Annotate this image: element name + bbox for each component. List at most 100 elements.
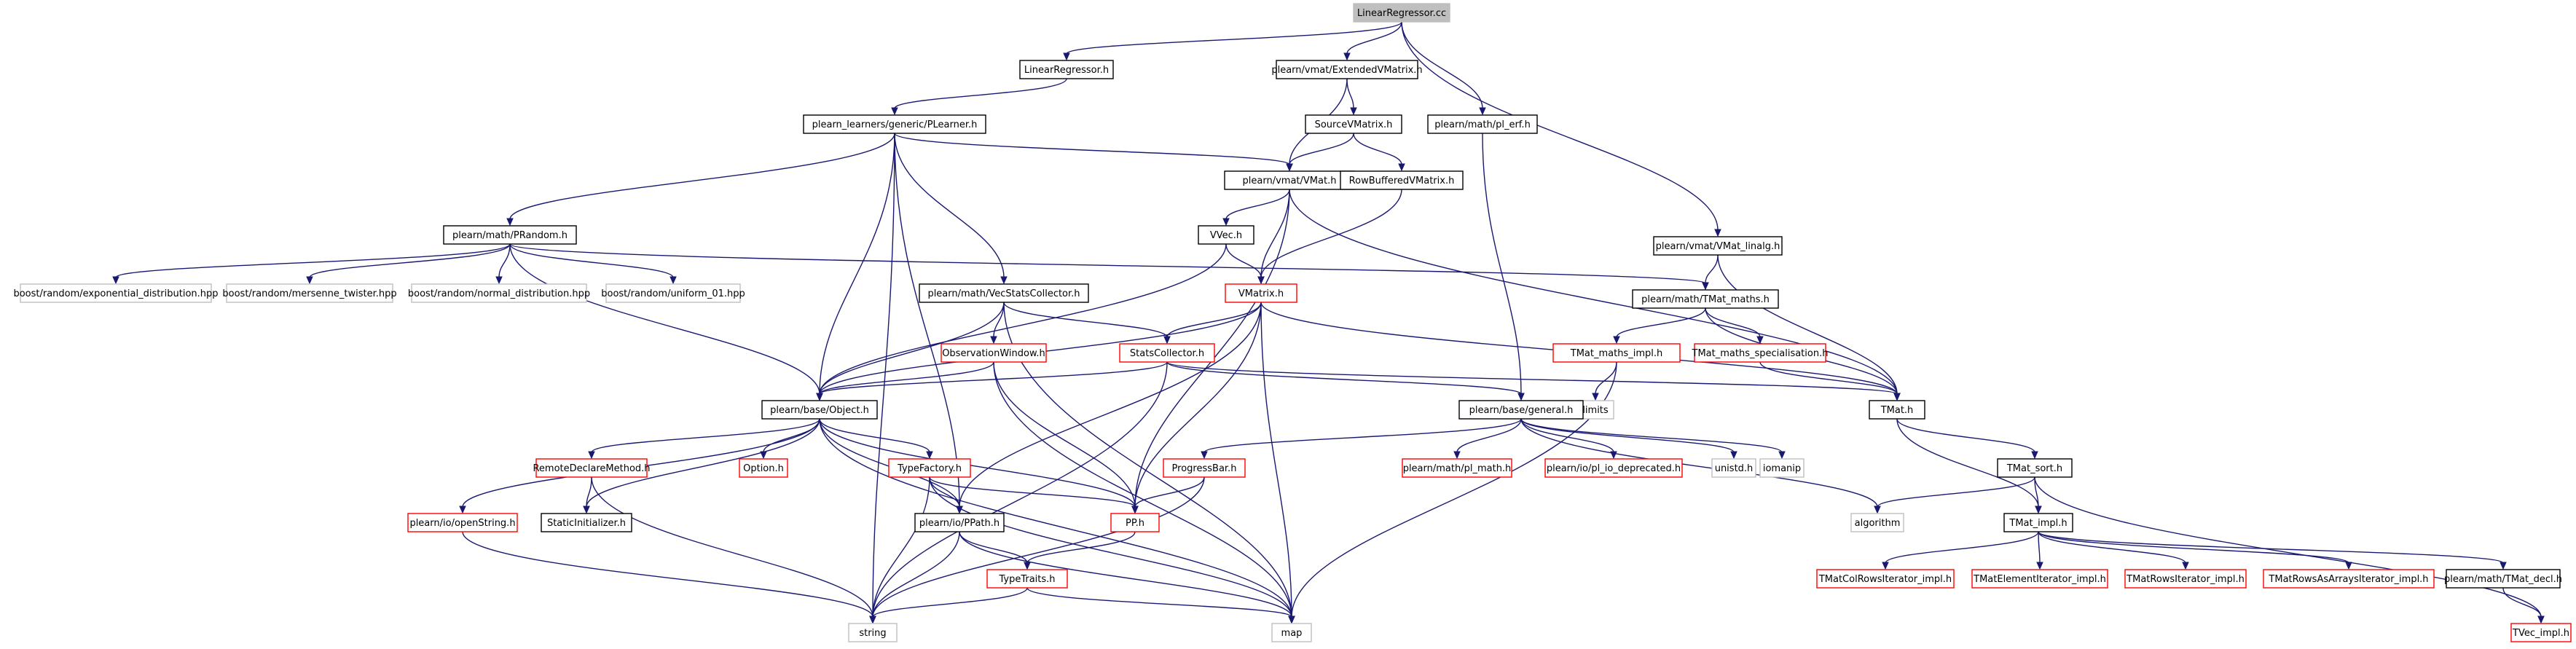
node-option-h[interactable]: Option.h	[739, 458, 788, 478]
node-plearn-math-tmat-decl-h[interactable]: plearn/math/TMat_decl.h	[2444, 569, 2562, 589]
node-plearn-base-object-h[interactable]: plearn/base/Object.h	[761, 400, 878, 420]
edge-observationwindow-h-to-pp-h	[993, 361, 1139, 514]
node-tmat-maths-impl-h[interactable]: TMat_maths_impl.h	[1552, 343, 1681, 363]
node-tmat-impl-h[interactable]: TMat_impl.h	[2003, 513, 2073, 532]
edge-plearn-math-prandom-h-to-boost-random-exponential-distribution-hpp	[112, 243, 511, 285]
edge-plearn-math-vecstatscollector-h-to-observationwindow-h	[990, 302, 1005, 345]
node-vmatrix-h[interactable]: VMatrix.h	[1225, 283, 1297, 303]
node-plearn-learners-generic-plearner-h[interactable]: plearn_learners/generic/PLearner.h	[803, 114, 986, 134]
node-box	[407, 513, 518, 532]
node-tmat-h[interactable]: TMat.h	[1869, 400, 1925, 420]
arrowhead-icon	[1201, 451, 1208, 460]
node-vvec-h[interactable]: VVec.h	[1198, 225, 1254, 245]
edge-vmatrix-h-to-statscollector-h	[1163, 302, 1262, 345]
node-plearn-vmat-vmat-linalg-h[interactable]: plearn/vmat/VMat_linalg.h	[1653, 236, 1783, 256]
arrowhead-icon	[506, 218, 514, 227]
edge-pp-h-to-typetraits-h	[1024, 531, 1136, 570]
arrowhead-icon	[2182, 562, 2189, 570]
node-plearn-math-pl-math-h[interactable]: plearn/math/pl_math.h	[1402, 458, 1512, 478]
node-label: plearn/vmat/VMat.h	[1243, 176, 1337, 186]
edge-statscollector-h-to-plearn-base-object-h	[816, 361, 1168, 401]
node-tmat-maths-specialisation-h[interactable]: TMat_maths_specialisation.h	[1692, 343, 1829, 363]
node-tvec-impl-h[interactable]: TVec_impl.h	[2510, 623, 2572, 642]
node-observationwindow-h[interactable]: ObservationWindow.h	[941, 343, 1047, 363]
node-box	[1427, 114, 1538, 134]
node-typetraits-h[interactable]: TypeTraits.h	[986, 569, 1068, 589]
node-progressbar-h[interactable]: ProgressBar.h	[1163, 458, 1246, 478]
node-label: plearn/vmat/ExtendedVMatrix.h	[1271, 65, 1422, 76]
node-box	[1305, 114, 1402, 134]
node-map: map	[1271, 623, 1312, 642]
edge-plearn-learners-generic-plearner-h-to-plearn-math-vecstatscollector-h	[894, 133, 1008, 285]
node-plearn-math-tmat-maths-h[interactable]: plearn/math/TMat_maths.h	[1632, 289, 1779, 309]
node-box	[848, 623, 898, 642]
node-box	[1276, 60, 1418, 79]
node-remotedeclaremethod-h[interactable]: RemoteDeclareMethod.h	[533, 458, 651, 478]
node-linearregressor-h[interactable]: LinearRegressor.h	[1019, 60, 1114, 79]
node-box	[739, 458, 788, 478]
node-plearn-math-prandom-h[interactable]: plearn/math/PRandom.h	[443, 225, 577, 245]
node-pp-h[interactable]: PP.h	[1110, 513, 1160, 532]
node-box	[541, 513, 632, 532]
node-label: LinearRegressor.cc	[1357, 8, 1446, 19]
arrowhead-icon	[1517, 393, 1525, 401]
edge-plearn-base-object-h-to-typefactory-h	[819, 418, 933, 460]
arrowhead-icon	[1730, 451, 1737, 460]
node-label: plearn/io/PPath.h	[919, 518, 1000, 529]
node-label: boost/random/uniform_01.hpp	[601, 288, 745, 299]
edge-plearn-base-general-h-to-progressbar-h	[1201, 418, 1522, 460]
arrowhead-icon	[1453, 451, 1461, 460]
edge-plearn-math-prandom-h-to-boost-random-normal-distribution-hpp	[495, 243, 511, 285]
arrowhead-icon	[869, 615, 876, 624]
node-plearn-vmat-vmat-h[interactable]: plearn/vmat/VMat.h	[1224, 170, 1355, 190]
node-sourcevmatrix-h[interactable]: SourceVMatrix.h	[1305, 114, 1402, 134]
node-statscollector-h[interactable]: StatsCollector.h	[1119, 343, 1215, 363]
edge-progressbar-h-to-pp-h	[1131, 476, 1205, 514]
edge-plearn-vmat-vmat-h-to-vvec-h	[1222, 189, 1290, 227]
node-rowbufferedvmatrix-h[interactable]: RowBufferedVMatrix.h	[1340, 170, 1464, 190]
node-iomanip: iomanip	[1759, 458, 1805, 478]
node-box	[2446, 569, 2561, 589]
arrowhead-icon	[2035, 506, 2042, 514]
edge-plearn-math-prandom-h-to-plearn-base-object-h	[509, 243, 823, 401]
node-tmat-sort-h[interactable]: TMat_sort.h	[1997, 458, 2073, 478]
node-plearn-io-pl-io-deprecated-h[interactable]: plearn/io/pl_io_deprecated.h	[1544, 458, 1683, 478]
edge-typetraits-h-to-map	[1026, 587, 1295, 624]
node-staticinitializer-h[interactable]: StaticInitializer.h	[541, 513, 632, 532]
node-plearn-base-general-h[interactable]: plearn/base/general.h	[1458, 400, 1584, 420]
node-label: StatsCollector.h	[1130, 348, 1204, 359]
edge-tmat-impl-h-to-tmatrowsasarraysiterator-impl-h	[2038, 531, 2352, 570]
node-plearn-vmat-extendedvmatrix-h[interactable]: plearn/vmat/ExtendedVMatrix.h	[1271, 60, 1423, 79]
node-tmatcolrowsiterator-impl-h[interactable]: TMatColRowsIterator_impl.h	[1816, 569, 1955, 589]
node-tmatrowsiterator-impl-h[interactable]: TMatRowsIterator_impl.h	[2124, 569, 2247, 589]
node-label: TMat_impl.h	[2008, 518, 2067, 529]
node-label: plearn/math/TMat_maths.h	[1641, 294, 1770, 305]
node-label: ObservationWindow.h	[942, 348, 1045, 359]
node-plearn-math-pl-erf-h[interactable]: plearn/math/pl_erf.h	[1427, 114, 1538, 134]
node-label: TMatRowsAsArraysIterator_impl.h	[2268, 574, 2428, 585]
node-plearn-math-vecstatscollector-h[interactable]: plearn/math/VecStatsCollector.h	[919, 283, 1089, 303]
node-typefactory-h[interactable]: TypeFactory.h	[888, 458, 971, 478]
node-linearregressor-cc[interactable]: LinearRegressor.cc	[1353, 3, 1450, 23]
arrowhead-icon	[306, 276, 313, 285]
edge-sourcevmatrix-h-to-plearn-vmat-vmat-h	[1286, 133, 1354, 172]
edge-tmat-impl-h-to-tmatcolrowsiterator-impl-h	[1882, 531, 2039, 570]
node-label: plearn/base/Object.h	[770, 405, 869, 416]
node-plearn-io-ppath-h[interactable]: plearn/io/PPath.h	[914, 513, 1005, 532]
node-box	[1869, 400, 1925, 420]
node-label: plearn_learners/generic/PLearner.h	[812, 119, 978, 130]
arrowhead-icon	[1350, 107, 1357, 116]
node-label: TypeFactory.h	[897, 463, 962, 474]
node-label: limits	[1582, 405, 1609, 416]
edge-tmat-impl-h-to-plearn-math-tmat-decl-h	[2038, 531, 2507, 570]
node-tmatrowsasarraysiterator-impl-h[interactable]: TMatRowsAsArraysIterator_impl.h	[2263, 569, 2435, 589]
node-box	[1224, 170, 1355, 190]
edge-linearregressor-h-to-plearn-learners-generic-plearner-h	[891, 78, 1067, 116]
node-tmatelementiterator-impl-h[interactable]: TMatElementIterator_impl.h	[1971, 569, 2108, 589]
edge-plearn-math-prandom-h-to-boost-random-uniform-01-hpp	[509, 243, 677, 285]
arrowhead-icon	[1024, 562, 1031, 570]
node-label: boost/random/exponential_distribution.hp…	[13, 288, 218, 299]
node-plearn-io-openstring-h[interactable]: plearn/io/openString.h	[407, 513, 518, 532]
node-box	[20, 283, 212, 303]
